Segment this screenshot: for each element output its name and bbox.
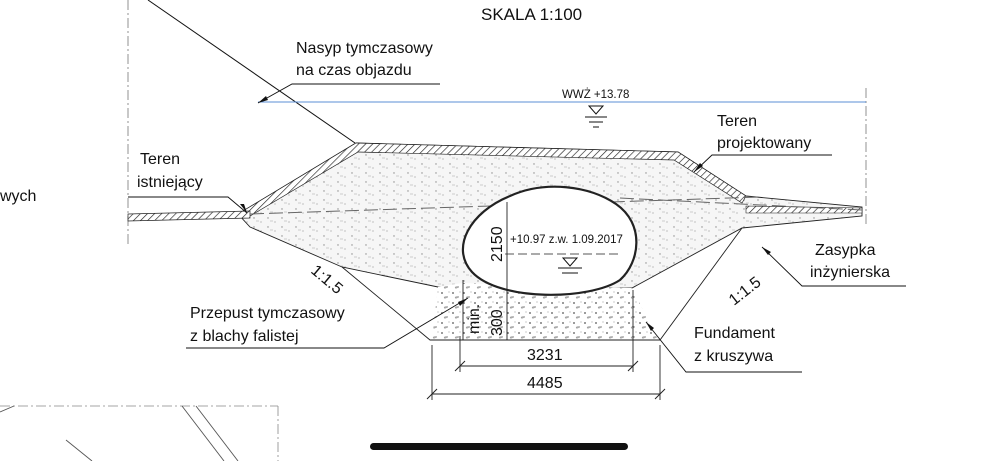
culvert-arch bbox=[461, 185, 638, 296]
water-level-symbol bbox=[585, 105, 607, 128]
scale-label: SKALA 1:100 bbox=[481, 5, 582, 24]
bottom-left-fragment bbox=[0, 405, 279, 461]
original-terrain-dash-2 bbox=[619, 197, 863, 211]
culvert-label-2: z blachy falistej bbox=[190, 328, 299, 345]
width-outer-label: 4485 bbox=[527, 375, 563, 392]
slope-left-label: 1:1.5 bbox=[307, 262, 345, 298]
width-inner-label: 3231 bbox=[527, 347, 563, 364]
designed-terrain-label-1: Teren bbox=[717, 113, 757, 130]
cut-off-label: wych bbox=[0, 188, 36, 205]
diagonal-leader bbox=[147, 0, 356, 144]
designed-terrain-label-2: projektowany bbox=[717, 135, 811, 152]
water-level-label: WWŻ +13.78 bbox=[562, 88, 629, 101]
leader-przepust bbox=[186, 297, 469, 349]
culvert-height-label: 2150 bbox=[489, 226, 506, 262]
min-label: min. bbox=[466, 304, 483, 334]
leader-teren-istniejacy bbox=[128, 196, 248, 214]
gravel-foundation bbox=[432, 283, 658, 340]
culvert-label-1: Przepust tymczasowy bbox=[190, 305, 345, 322]
water-note-label: +10.97 z.w. 1.09.2017 bbox=[510, 234, 623, 246]
foundation-label-2: z kruszywa bbox=[694, 348, 773, 365]
leader-fundament bbox=[645, 321, 802, 373]
foundation-label-1: Fundament bbox=[694, 325, 775, 342]
temp-embankment-label-2: na czas objazdu bbox=[296, 62, 412, 79]
existing-terrain-label-1: Teren bbox=[140, 151, 180, 168]
temp-embankment-label-1: Nasyp tymczasowy bbox=[296, 40, 433, 57]
home-indicator[interactable] bbox=[370, 443, 628, 450]
min-value-label: 300 bbox=[489, 309, 506, 336]
dim-3231 bbox=[454, 290, 639, 372]
existing-terrain-label-2: istniejący bbox=[137, 174, 203, 191]
culvert-water-symbol bbox=[558, 257, 582, 274]
existing-terrain-ground bbox=[127, 210, 251, 222]
leader-teren-projektowany bbox=[693, 154, 832, 173]
gravel-foundation-outline bbox=[341, 227, 743, 341]
dim-4485 bbox=[426, 345, 666, 400]
slope-right-label: 1:1.5 bbox=[726, 274, 765, 309]
backfill-label-1: Zasypka bbox=[815, 242, 876, 259]
backfill-label-2: inżynierska bbox=[810, 264, 890, 281]
leader-zasypka bbox=[761, 246, 906, 287]
embankment-crust bbox=[237, 142, 747, 217]
leader-nasyp bbox=[257, 83, 440, 104]
designed-terrain-ground bbox=[745, 205, 863, 214]
